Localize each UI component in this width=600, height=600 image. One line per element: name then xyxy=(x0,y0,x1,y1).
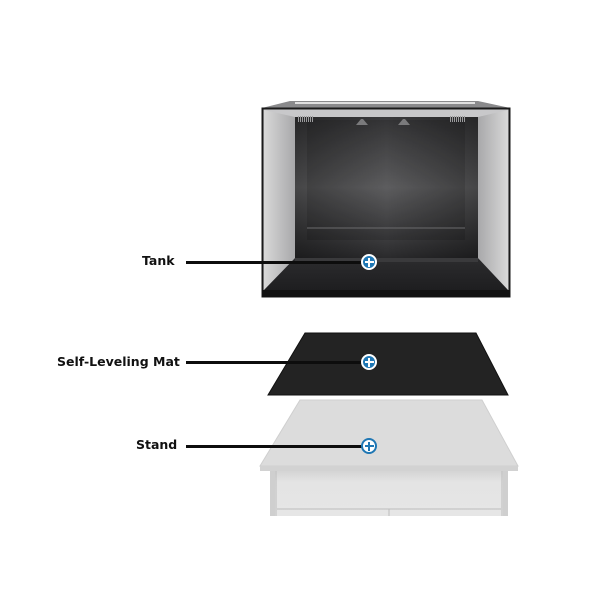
stand-leader-line xyxy=(186,445,362,448)
tank-leader-line xyxy=(186,261,362,264)
mat-label: Self-Leveling Mat xyxy=(57,354,180,369)
stand-hotspot-plus-icon[interactable] xyxy=(361,438,377,454)
mat-hotspot-plus-icon[interactable] xyxy=(361,354,377,370)
tank-hotspot-plus-icon[interactable] xyxy=(361,254,377,270)
tank-label: Tank xyxy=(142,253,175,268)
stand-label: Stand xyxy=(136,437,178,452)
mat-leader-line xyxy=(186,361,362,364)
tank-illustration xyxy=(261,101,511,298)
mat-illustration xyxy=(267,332,509,396)
stand-illustration xyxy=(259,399,519,516)
